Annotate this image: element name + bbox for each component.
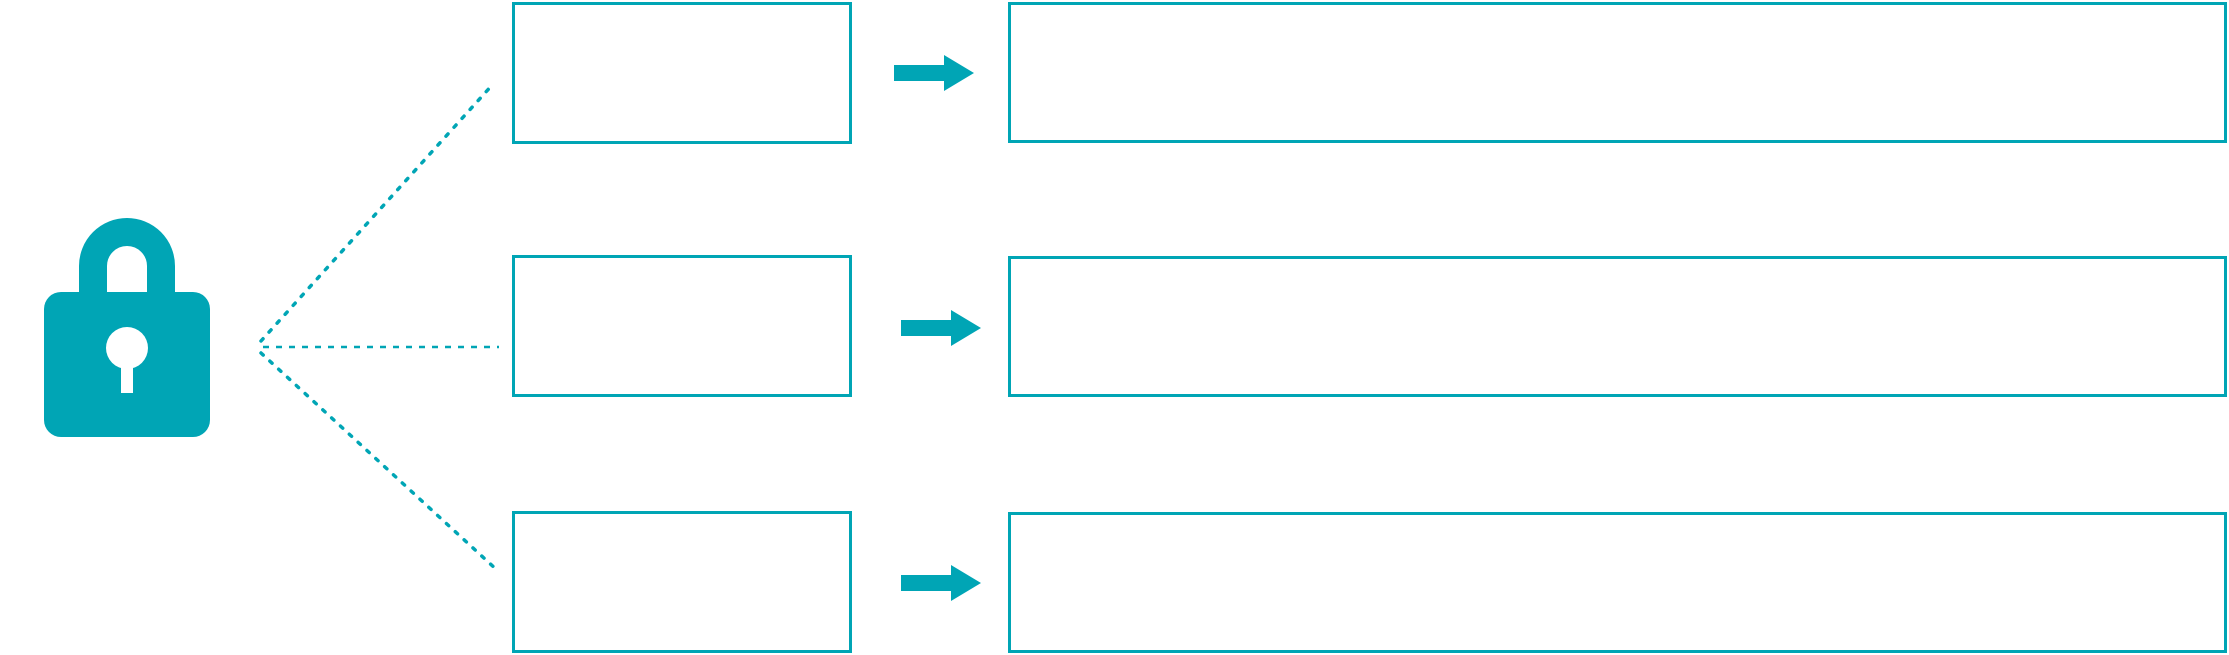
target-box	[1008, 2, 2227, 143]
arrow-right-icon	[901, 310, 981, 346]
lock-shackle	[79, 218, 175, 297]
arrow-right-icon	[894, 55, 974, 91]
source-box	[512, 2, 852, 144]
lock-keyhole	[106, 327, 148, 369]
source-box	[512, 511, 852, 653]
connector-bottom	[259, 351, 500, 573]
lock-keyhole-stem	[121, 353, 133, 393]
source-box	[512, 255, 852, 397]
target-box	[1008, 512, 2227, 653]
target-box	[1008, 256, 2227, 397]
arrow-right-icon	[901, 565, 981, 601]
lock-icon	[44, 218, 210, 437]
connector-top	[259, 81, 496, 343]
